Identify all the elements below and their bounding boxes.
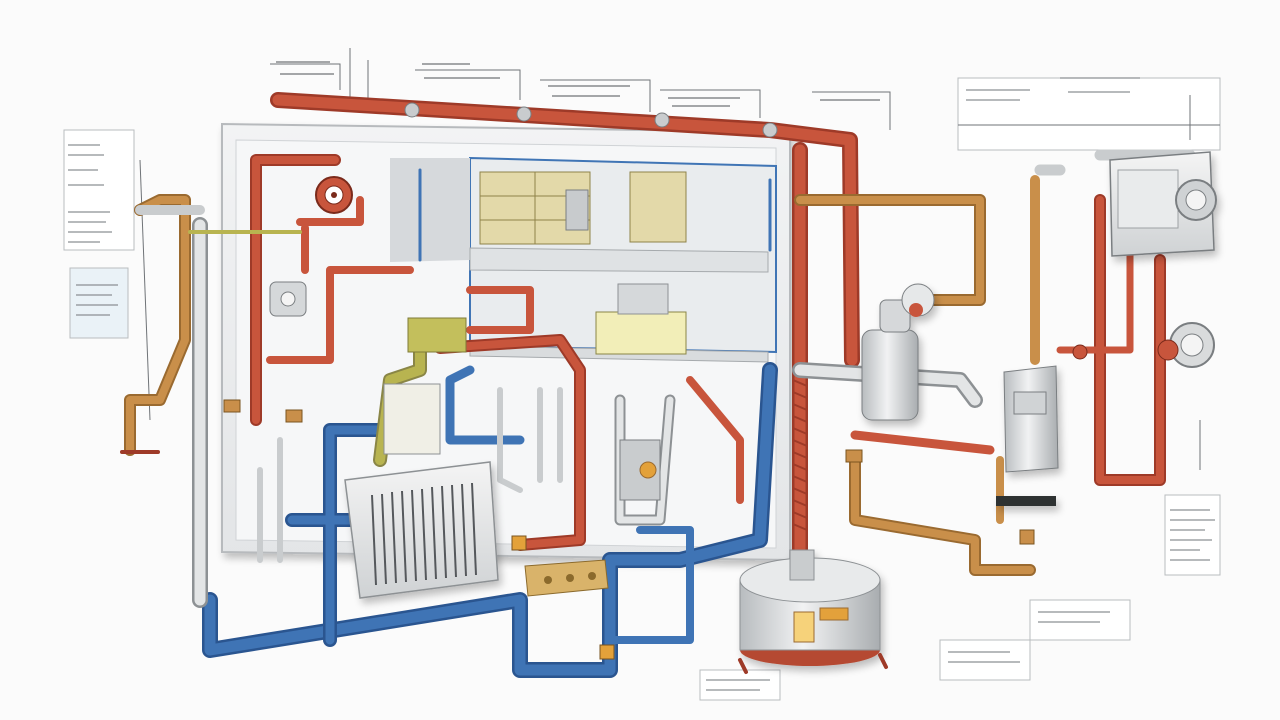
bottom-right-note: [939, 639, 1031, 681]
side-pump: [1157, 322, 1215, 368]
right-top-note-sheet: [957, 77, 1221, 151]
dimension-lines: [139, 48, 1220, 470]
note-lines: [68, 77, 1215, 691]
boiler: [1109, 151, 1217, 257]
mixing-valve: [619, 439, 661, 501]
cold-supply-line: [202, 168, 778, 678]
interior-shelving: [469, 171, 769, 363]
water-heater-tank: [739, 549, 881, 666]
boiler-control-unit: [996, 365, 1059, 506]
copper-line: [124, 175, 1040, 576]
dimension-ticks: [276, 61, 880, 107]
expansion-tank: [269, 281, 307, 317]
condenser-unit: [344, 461, 499, 599]
coiled-riser: [792, 379, 808, 531]
right-small-note: [1029, 599, 1131, 641]
circulator-pump: [861, 283, 935, 421]
brass-manifold: [524, 559, 609, 597]
valves: [223, 102, 1088, 660]
valve-handles: [120, 450, 888, 674]
control-box: [595, 311, 687, 355]
right-spec-sheet: [1164, 494, 1221, 576]
wall-cabinet: [629, 171, 687, 243]
bottom-note: [699, 669, 781, 701]
control-panel: [383, 317, 467, 455]
left-blue-card: [69, 267, 129, 339]
left-note-sheet: [63, 129, 135, 251]
pressure-gauge: [315, 176, 353, 214]
